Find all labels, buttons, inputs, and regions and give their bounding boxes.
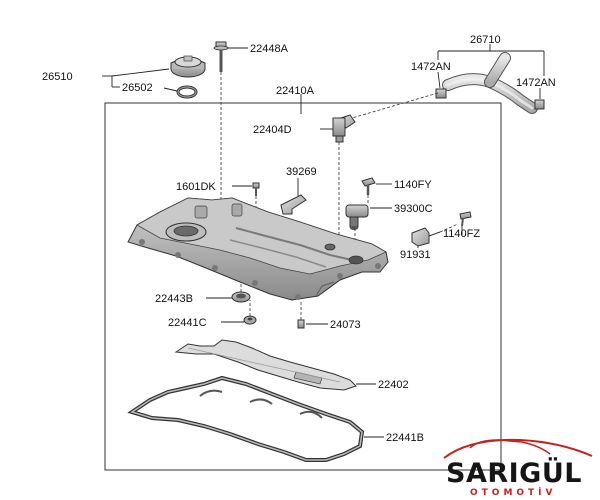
label-26510: 26510 (42, 71, 73, 83)
brand-name: SARIGÜL (446, 456, 582, 489)
label-22402: 22402 (378, 379, 409, 391)
bracket-39269 (280, 194, 307, 215)
oil-filler-gasket (176, 85, 198, 99)
assembly-frame (104, 102, 502, 471)
dowel-pin-24073 (297, 319, 305, 329)
bolt-1601dk (252, 182, 260, 196)
label-22441b: 22441B (386, 432, 424, 444)
label-1140fz: 1140FZ (443, 228, 480, 240)
brand-subtitle: OTOMOTİV (470, 487, 557, 498)
hose-clamp-right (534, 99, 545, 110)
label-1472an-right: 1472AN (516, 77, 556, 89)
pcv-elbow-connector (332, 114, 356, 143)
bolt-1140fz (459, 211, 472, 227)
label-22443b: 22443B (155, 293, 193, 305)
spark-plug-seal-22443b (231, 291, 251, 303)
cover-gasket (127, 375, 365, 462)
bolt-1140fy (361, 177, 376, 195)
label-1472an-left: 1472AN (411, 61, 451, 73)
label-91931: 91931 (400, 249, 431, 261)
label-39300c: 39300C (394, 203, 433, 215)
label-22404d: 22404D (253, 124, 292, 136)
label-22448a: 22448A (250, 43, 289, 55)
label-1140fy: 1140FY (394, 179, 432, 191)
breather-hose (442, 52, 538, 114)
cover-bolt-22448a (213, 41, 229, 72)
label-1601dk: 1601DK (176, 181, 216, 193)
oil-baffle-plate (174, 339, 357, 391)
label-39269: 39269 (286, 166, 317, 178)
label-26502: 26502 (122, 82, 153, 94)
brand-logo: SARIGÜL OTOMOTİV (443, 438, 593, 498)
cylinder-head-cover (127, 197, 389, 301)
wiring-clip-91931 (411, 227, 441, 247)
label-22441c: 22441C (168, 317, 207, 329)
camshaft-sensor (345, 204, 369, 230)
washer-22441c (243, 315, 257, 325)
oil-filler-cap (170, 55, 206, 78)
label-26710: 26710 (470, 34, 501, 46)
label-24073: 24073 (330, 319, 361, 331)
label-22410a: 22410A (276, 85, 315, 97)
